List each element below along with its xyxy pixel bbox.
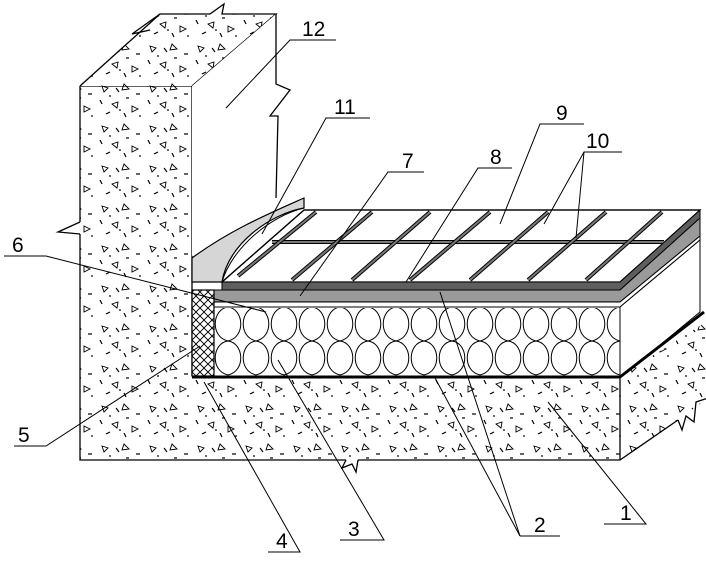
edge-damper-strip — [191, 289, 215, 377]
callout-1: 1 — [620, 502, 632, 525]
callout-4: 4 — [276, 530, 288, 553]
tile-joints — [236, 210, 664, 282]
callout-8: 8 — [490, 146, 502, 169]
callout-2: 2 — [534, 514, 546, 537]
callout-6: 6 — [12, 234, 24, 257]
callout-10: 10 — [586, 130, 609, 153]
thermal-insulation-layer — [213, 306, 621, 377]
wall-side-face — [55, 85, 193, 376]
wall-waterproofing-strip — [191, 197, 305, 283]
callout-5: 5 — [18, 424, 30, 447]
leader-lines — [4, 39, 648, 553]
callout-9: 9 — [556, 102, 568, 125]
callout-12: 12 — [302, 18, 325, 41]
callout-11: 11 — [334, 96, 356, 119]
insulation-right-face — [619, 238, 701, 380]
wall-inner-face — [192, 14, 292, 256]
tile-floor-top — [220, 209, 702, 283]
callout-3: 3 — [348, 518, 360, 541]
base-concrete-slab — [79, 322, 706, 475]
callout-7: 7 — [402, 150, 414, 173]
film-layer-lower — [192, 310, 705, 379]
